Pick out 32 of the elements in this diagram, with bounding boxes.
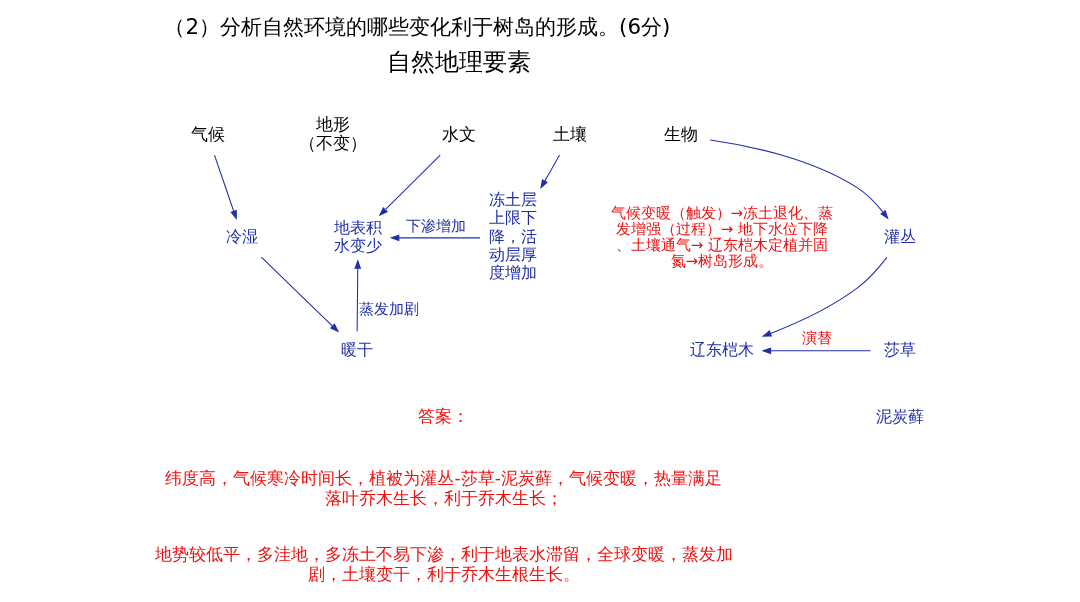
node-text: 莎草 xyxy=(883,339,916,359)
label: 气候变暖（触发）→冻土退化、蒸发增强（过程）→ 地下水位下降、土壤通气→ 辽东桤木定植并固氮→树岛形成。 xyxy=(610,203,833,270)
diagram-title: （2）分析自然环境的哪些变化利于树岛的形成。(6分) xyxy=(163,13,670,39)
node-text: 冻土层上限下降，活动层厚度增加 xyxy=(488,190,537,282)
node-text: 地形 xyxy=(315,114,350,135)
arrow xyxy=(378,154,441,217)
arrow xyxy=(539,154,560,190)
arrow xyxy=(761,347,871,355)
arrow xyxy=(213,154,237,221)
node-text: 灌丛 xyxy=(883,226,916,246)
node-text: 辽东桤木 xyxy=(689,339,754,359)
label: 纬度高，气候寒冷时间长，植被为灌丛-莎草-泥炭藓，气候变暖，热量满足落叶乔木生长，利于乔木生长； xyxy=(164,468,722,508)
label: 答案： xyxy=(417,406,469,427)
arrow xyxy=(389,234,480,242)
node-text: 土壤 xyxy=(552,123,587,144)
node-text: 水文 xyxy=(441,123,476,144)
arrow xyxy=(353,259,361,332)
arrow xyxy=(260,256,339,333)
node-text: 暖干 xyxy=(340,339,373,359)
node-label: （不变） xyxy=(298,133,367,154)
arrow xyxy=(761,256,887,337)
node-text: 气候 xyxy=(190,123,225,144)
node-text: 泥炭藓 xyxy=(875,406,924,426)
arrow xyxy=(709,139,889,220)
edge-label: 演替 xyxy=(801,329,832,348)
node-text: 生物 xyxy=(663,123,698,144)
node-text: 冷湿 xyxy=(225,226,258,246)
label: 地势较低平，多洼地，多冻土不易下渗，利于地表水滞留，全球变暖，蒸发加剧，土壤变干，利于乔木生根生长。 xyxy=(154,544,733,584)
node-text: 自然地理要素 xyxy=(386,47,531,76)
edge-label: 下渗增加 xyxy=(405,216,466,235)
edge-label: 蒸发加剧 xyxy=(358,299,419,318)
node-text: 地表积水变少 xyxy=(333,217,382,255)
